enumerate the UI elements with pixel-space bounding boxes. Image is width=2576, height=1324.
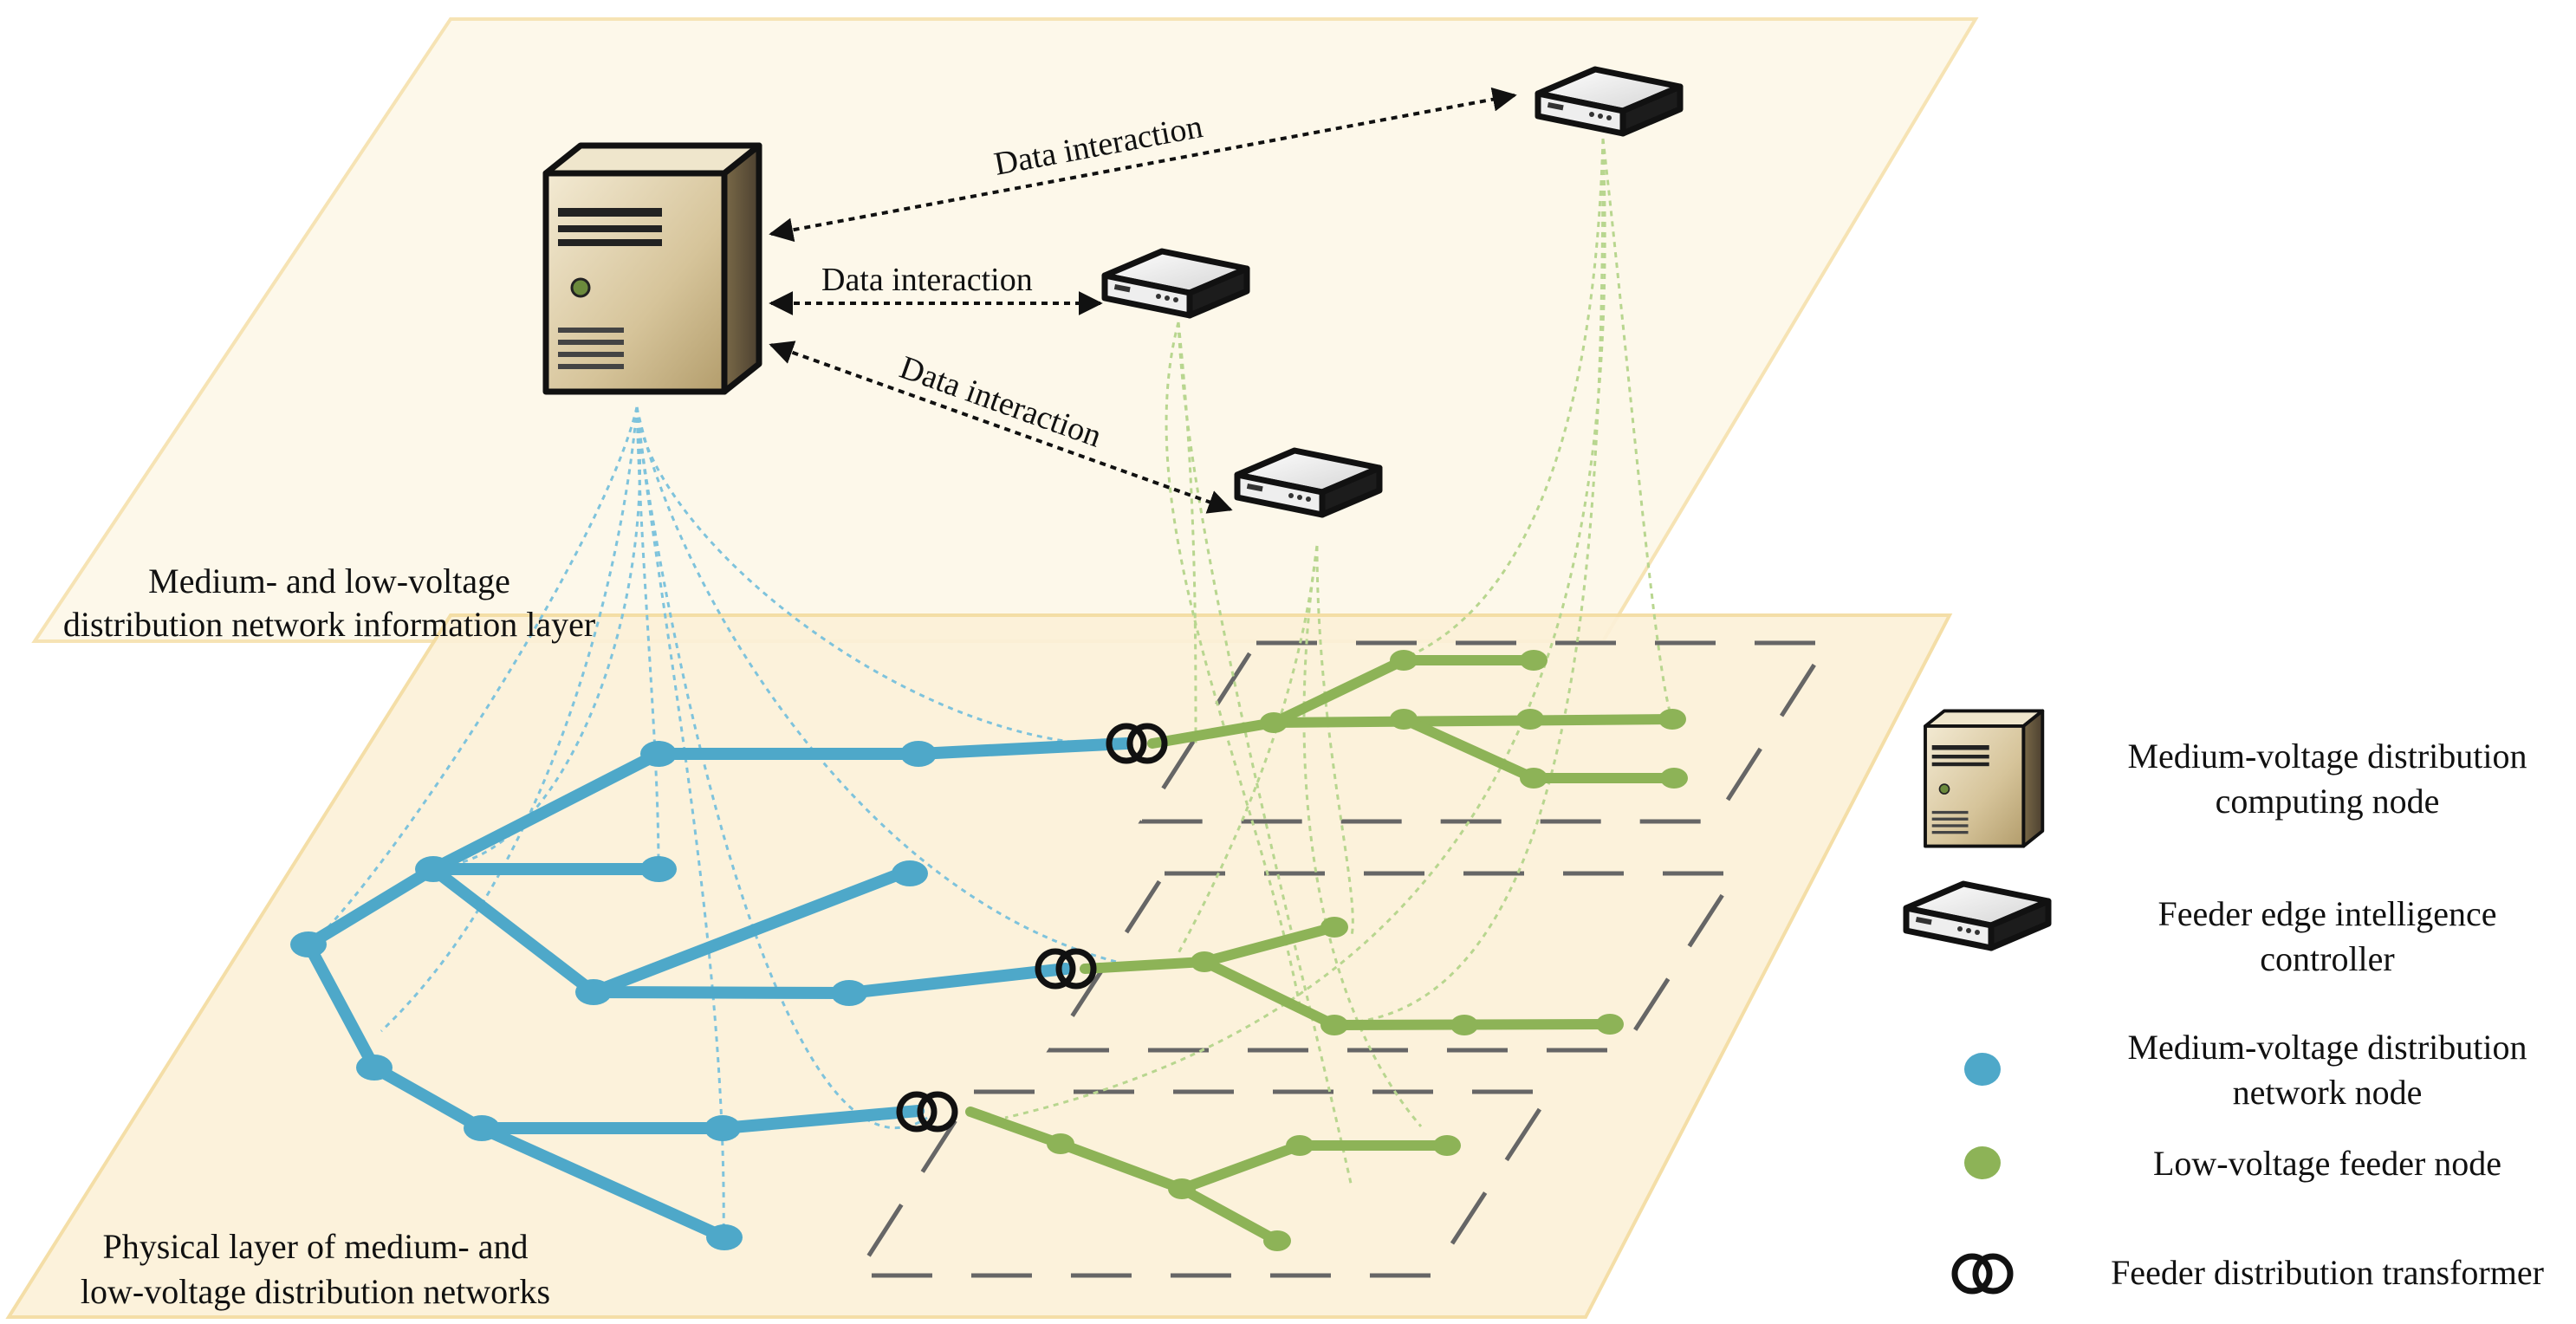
lv-node <box>1320 917 1348 938</box>
mv-node <box>704 1115 741 1141</box>
lv-node <box>1450 1015 1478 1035</box>
low-voltage-nodes <box>1047 650 1688 1251</box>
mv-node <box>356 1055 393 1081</box>
legend-server-label-line2: computing node <box>2216 782 2440 821</box>
legend-server-icon <box>1924 709 2045 848</box>
lv-node <box>1168 1178 1196 1199</box>
lv-node <box>1433 1135 1461 1156</box>
data-interaction-arrows <box>769 87 1517 514</box>
data-interaction-label-middle: Data interaction <box>821 262 1033 298</box>
lv-node <box>1263 1230 1291 1251</box>
info-layer-label-line1: Medium- and low-voltage <box>148 561 510 600</box>
legend-mv-node-icon <box>1964 1053 2001 1086</box>
feeder-region-box-2 <box>1046 871 1741 1053</box>
server-information-links <box>310 406 1136 1240</box>
mv-node <box>290 931 327 957</box>
lv-node <box>1260 712 1288 733</box>
physical-layer-label-line2: low-voltage distribution networks <box>81 1272 550 1311</box>
mv-node <box>415 856 451 882</box>
medium-voltage-network <box>302 737 1132 1243</box>
mv-node <box>706 1224 743 1250</box>
medium-voltage-nodes <box>290 741 937 1250</box>
legend-transformer-icon <box>1955 1256 2010 1291</box>
physical-layer-label-line1: Physical layer of medium- and <box>103 1227 529 1266</box>
legend-transformer-label: Feeder distribution transformer <box>2111 1253 2544 1292</box>
lv-node <box>1658 709 1686 730</box>
mv-node <box>900 741 937 767</box>
legend-lv-node-label: Low-voltage feeder node <box>2153 1144 2501 1183</box>
legend-server-label-line1: Medium-voltage distribution <box>2127 737 2527 776</box>
lv-node <box>1320 1015 1348 1035</box>
legend-lv-node-icon <box>1964 1146 2001 1179</box>
legend: Medium-voltage distribution computing no… <box>1906 709 2544 1292</box>
mv-node <box>464 1115 500 1141</box>
mv-node <box>831 980 867 1006</box>
lv-node <box>1660 768 1688 789</box>
mv-node <box>640 741 677 767</box>
legend-controller-icon <box>1906 884 2048 948</box>
feeder-region-box-1 <box>1138 640 1833 824</box>
info-layer-label-line2: distribution network information layer <box>63 605 595 644</box>
legend-mv-node-label-line2: network node <box>2233 1073 2423 1112</box>
lv-node <box>1520 650 1548 671</box>
mv-node <box>640 856 677 882</box>
physical-layer-plane <box>5 613 1953 1319</box>
lv-node <box>1596 1014 1624 1035</box>
feeder-region-boxes <box>852 640 1833 1278</box>
lv-node <box>1390 709 1418 730</box>
data-interaction-arrow-lower <box>769 341 1233 514</box>
lv-node <box>1390 650 1418 671</box>
legend-mv-node-label-line1: Medium-voltage distribution <box>2127 1028 2527 1067</box>
lv-node <box>1047 1133 1074 1154</box>
data-interaction-arrow-top <box>769 87 1517 243</box>
low-voltage-feeders <box>965 655 1679 1246</box>
information-layer-plane <box>31 17 1979 643</box>
feeder-region-box-3 <box>852 1089 1555 1278</box>
lv-node <box>1286 1135 1314 1156</box>
lv-node <box>1191 951 1218 972</box>
server-tower-icon <box>546 146 759 392</box>
mv-node <box>575 979 612 1005</box>
mv-node <box>892 860 928 886</box>
legend-controller-label-line2: controller <box>2260 939 2395 978</box>
lv-node <box>1520 768 1548 789</box>
lv-node <box>1516 709 1544 730</box>
legend-controller-label-line1: Feeder edge intelligence <box>2158 894 2497 933</box>
